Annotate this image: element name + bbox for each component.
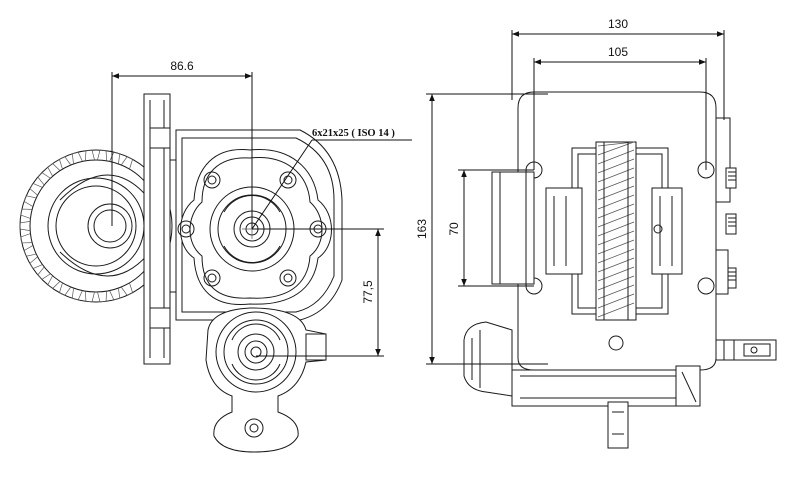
extension-box: [491, 171, 535, 285]
dimension-105: 105: [533, 45, 707, 170]
gear-tooth: [47, 275, 61, 289]
gear-tooth: [84, 291, 95, 303]
gear-tooth: [59, 156, 72, 170]
output-shaft: [715, 339, 777, 361]
gear-tooth: [37, 172, 51, 186]
gear-tooth: [59, 282, 72, 296]
gear-tooth: [19, 221, 31, 231]
gear-tooth: [20, 208, 33, 219]
dimension-label-86-6: 86.6: [170, 59, 194, 73]
gear-tooth: [29, 183, 43, 196]
spline-callout: 6x21x25 ( ISO 14 ): [251, 128, 412, 230]
dimension-130: 130: [511, 17, 725, 120]
gear-tooth: [47, 163, 61, 177]
dimension-86-6: 86.6: [111, 59, 253, 229]
gear-tooth: [23, 195, 37, 207]
mounting-flange: [143, 93, 184, 365]
left-side-view: 86.6 6x21x25 ( ISO 14 ) 77,5: [19, 59, 412, 453]
dimension-label-70: 70: [447, 222, 461, 236]
gear-tooth: [71, 151, 83, 164]
bottom-housing: [511, 365, 701, 449]
side-fittings: [715, 117, 737, 295]
front-view: 130 105 163 70: [415, 17, 777, 449]
gear-tooth: [29, 256, 43, 269]
dimension-77-5: 77,5: [252, 228, 384, 357]
gear-tooth: [20, 233, 33, 244]
pto-housing: [175, 129, 343, 321]
gear-tooth: [120, 282, 133, 296]
gear-tooth: [120, 156, 133, 170]
side-boss: [463, 321, 513, 397]
dimension-label-130: 130: [608, 17, 628, 31]
gear-tooth: [23, 245, 37, 257]
gear-tooth: [84, 149, 95, 161]
gear-tooth: [97, 149, 108, 161]
dimension-label-77-5: 77,5: [361, 280, 375, 304]
dimension-163: 163: [415, 93, 548, 365]
lower-output: [205, 307, 327, 453]
dimension-label-163: 163: [415, 219, 429, 239]
gear-section: [545, 141, 683, 321]
gear-tooth: [109, 288, 121, 301]
gear-tooth: [97, 291, 108, 303]
dimension-70: 70: [447, 169, 534, 287]
gear-tooth: [71, 288, 83, 301]
gear-tooth: [37, 266, 51, 280]
dimension-label-105: 105: [608, 45, 628, 59]
spline-spec-label: 6x21x25 ( ISO 14 ): [312, 128, 395, 139]
